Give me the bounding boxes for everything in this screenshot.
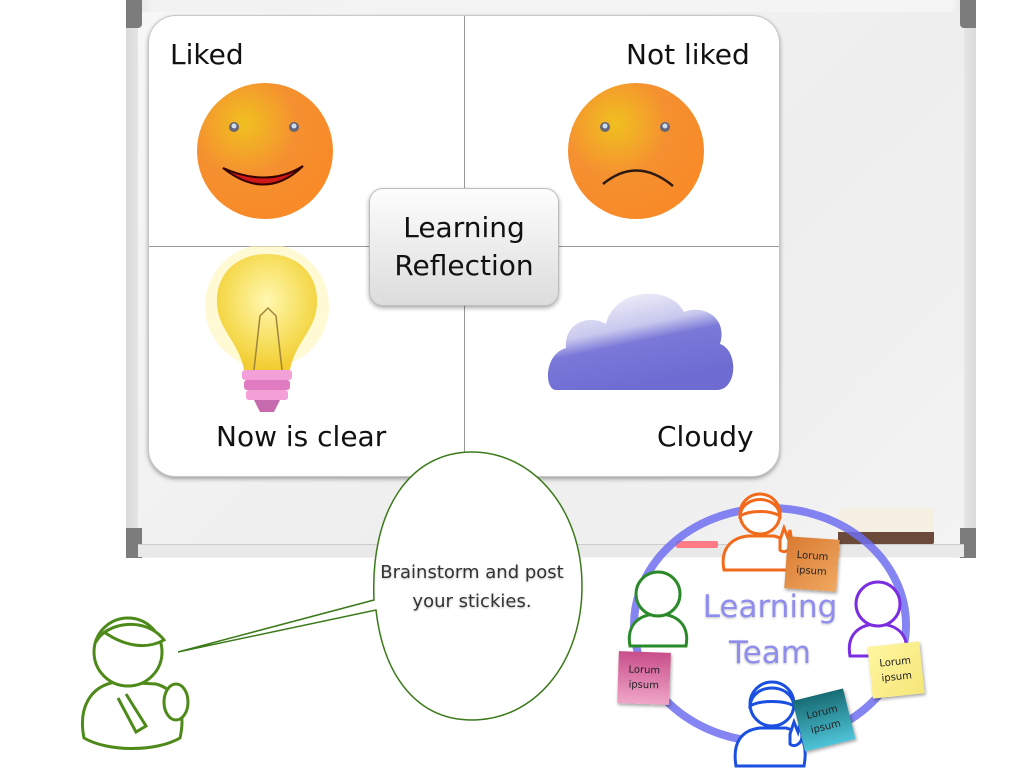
sticky-note-orange[interactable]: Lorum ipsum [784, 536, 840, 592]
center-title-line2: Reflection [394, 249, 534, 282]
sticky-note-yellow[interactable]: Lorum ipsum [867, 641, 925, 699]
speech-bubble-text: Brainstorm and post your stickies. [360, 558, 584, 616]
sticky-note-pink[interactable]: Lorum ipsum [617, 651, 671, 705]
sad-face-icon [568, 83, 704, 219]
frame-corner [960, 0, 976, 28]
marker-pen [676, 541, 718, 548]
speech-line2: your stickies. [412, 591, 532, 612]
sticky-text: ipsum [628, 679, 660, 692]
speech-line1: Brainstorm and post [380, 562, 564, 583]
frame-corner [126, 0, 142, 28]
quadrant-label-now-is-clear: Now is clear [216, 420, 387, 453]
center-title-line1: Learning [403, 211, 525, 244]
team-title-line1: Learning [702, 589, 838, 625]
team-title-line2: Team [729, 635, 811, 671]
team-member-orange-icon [721, 492, 795, 572]
quadrant-label-cloudy: Cloudy [657, 420, 754, 453]
smiley-face-icon [197, 83, 333, 219]
team-member-green-icon [627, 570, 689, 648]
lightbulb-icon [205, 246, 329, 412]
presenter-icon [81, 616, 190, 750]
cloud-icon [547, 293, 734, 390]
learning-team-title: Learning Team [690, 584, 850, 676]
sticky-text: ipsum [795, 564, 828, 579]
speech-bubble [177, 451, 583, 721]
quadrant-label-liked: Liked [170, 38, 244, 71]
learning-reflection-box: Learning Reflection [369, 188, 559, 306]
frame-corner [960, 528, 976, 558]
quadrant-label-not-liked: Not liked [626, 38, 750, 71]
